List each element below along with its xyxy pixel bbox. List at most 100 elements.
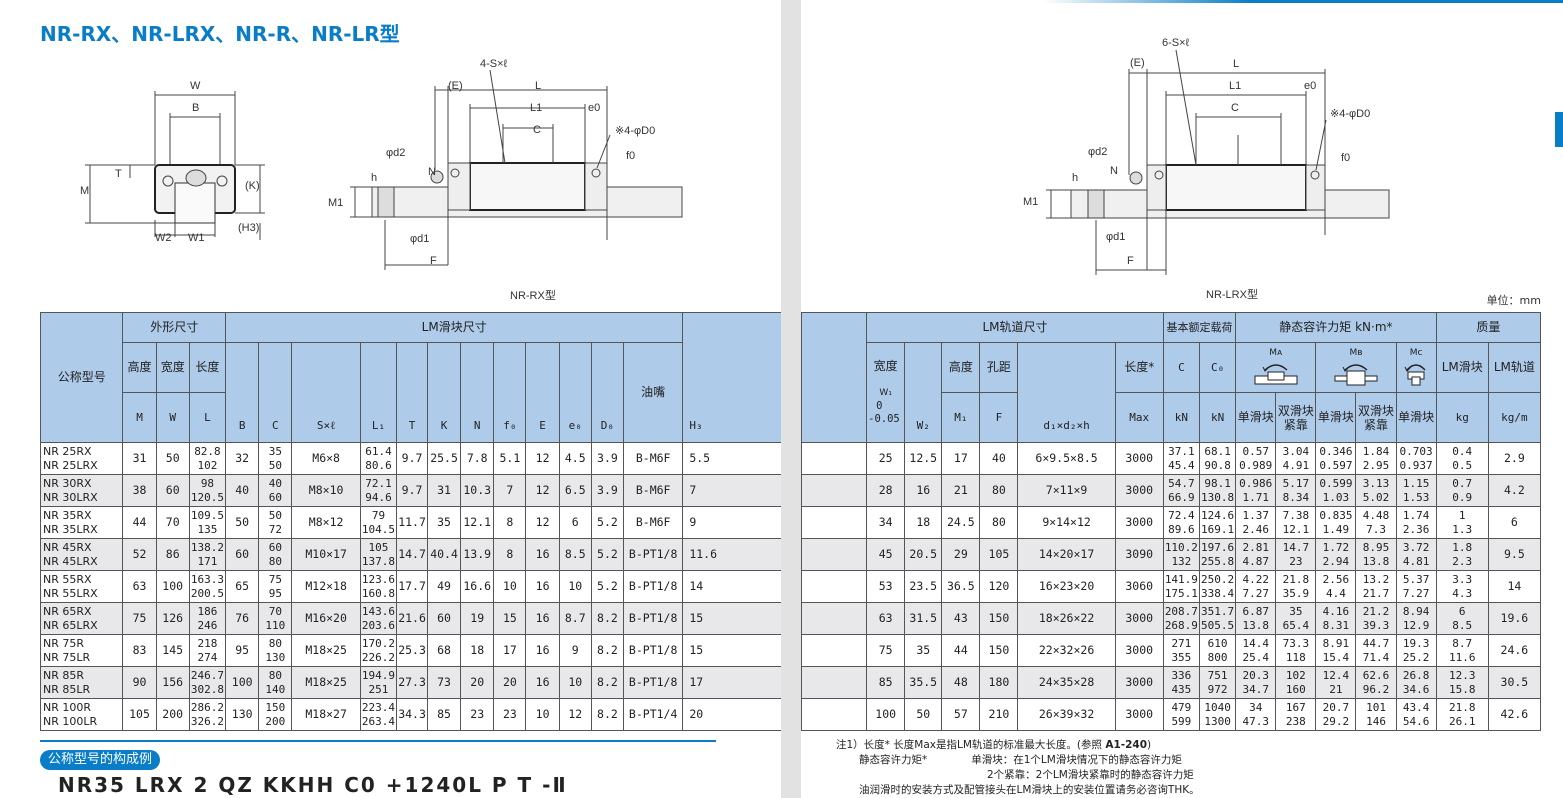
table-cell: 5.5 bbox=[682, 442, 781, 475]
table-cell: 100 bbox=[225, 666, 260, 699]
table-cell: M8×12 bbox=[291, 506, 361, 539]
table-cell: 16 bbox=[525, 602, 560, 635]
table-cell: 4.5 bbox=[558, 442, 592, 475]
table-cell: 23 bbox=[460, 698, 495, 731]
table-cell: 17.7 bbox=[396, 570, 428, 603]
caption-nr-rx: NR-RX型 bbox=[510, 290, 556, 302]
table-cell-empty bbox=[801, 666, 868, 699]
col-E: E bbox=[525, 342, 560, 443]
table-cell: 23 bbox=[493, 698, 527, 731]
table-cell: M6×8 bbox=[291, 442, 361, 475]
col-model-continued bbox=[801, 312, 868, 443]
table-cell: 12.5 bbox=[904, 442, 943, 475]
table-cell: 29 bbox=[941, 538, 981, 571]
label-f0: f0 bbox=[1341, 152, 1351, 164]
table-cell: 10.3 bbox=[460, 474, 495, 507]
table-cell: 60 bbox=[225, 538, 260, 571]
table-cell: 5.2 bbox=[590, 538, 625, 571]
table-cell: 8 bbox=[493, 538, 527, 571]
label-N: N bbox=[1110, 165, 1118, 177]
table-cell: 63 bbox=[866, 602, 906, 635]
table-cell: 100 bbox=[866, 698, 906, 731]
table-cell: 15 bbox=[682, 634, 781, 667]
table-cell: B-M6F bbox=[622, 474, 684, 507]
col-width: 宽度 bbox=[155, 342, 190, 393]
table-cell: 6 bbox=[558, 506, 592, 539]
col-bolt-dims: d₁×d₂×h bbox=[1017, 342, 1116, 443]
col-F: F bbox=[979, 392, 1019, 443]
col-D0: D₀ bbox=[590, 342, 625, 443]
table-cell: 38 bbox=[122, 474, 157, 507]
table-cell: 12 bbox=[558, 698, 592, 731]
col-K: K bbox=[426, 342, 462, 443]
table-cell: 156 bbox=[155, 666, 190, 699]
label-B: B bbox=[192, 102, 200, 114]
table-cell: 26×39×32 bbox=[1017, 698, 1116, 731]
label-T: T bbox=[115, 168, 122, 180]
label-sxl: 6-S×ℓ bbox=[1162, 37, 1190, 49]
table-cell: 3060 bbox=[1114, 570, 1164, 603]
label-e0: e0 bbox=[588, 102, 601, 114]
table-cell: 63 bbox=[122, 570, 157, 603]
table-cell: B-PT1/4 bbox=[622, 698, 684, 731]
table-cell: 16×23×20 bbox=[1017, 570, 1116, 603]
table-cell: 14 bbox=[682, 570, 781, 603]
table-cell: 13.9 bbox=[460, 538, 495, 571]
label-H3: (H3) bbox=[238, 222, 260, 234]
table-cell-empty bbox=[801, 602, 868, 635]
table-cell-empty bbox=[801, 442, 868, 475]
table-cell: 86 bbox=[155, 538, 190, 571]
table-cell: 49 bbox=[426, 570, 462, 603]
col-max-length: 长度* bbox=[1114, 342, 1164, 393]
table-cell: 7.8 bbox=[460, 442, 495, 475]
note-length: 注1）长度* 长度Max是指LM轨道的标准最大长度。(参照 A1-240) bbox=[836, 739, 1152, 751]
table-cell: 24.6 bbox=[1487, 634, 1542, 667]
table-cell: B-M6F bbox=[622, 442, 684, 475]
page-title: NR-RX、NR-LRX、NR-R、NR-LR型 bbox=[40, 22, 400, 46]
table-cell: 11.6 bbox=[682, 538, 781, 571]
table-cell: 16.6 bbox=[460, 570, 495, 603]
col-C0-unit: kN bbox=[1198, 392, 1237, 443]
table-cell: 50 bbox=[904, 698, 943, 731]
table-cell: M12×18 bbox=[291, 570, 361, 603]
note-double-block: 2个紧靠：2个LM滑块紧靠时的静态容许力矩 bbox=[987, 769, 1194, 781]
table-cell: 85 bbox=[426, 698, 462, 731]
table-cell: 2.9 bbox=[1487, 442, 1542, 475]
label-D0: ※4-φD0 bbox=[1330, 108, 1371, 120]
moment-mc-icon bbox=[1404, 363, 1426, 385]
table-cell: 19.6 bbox=[1487, 602, 1542, 635]
col-MB-double: 双滑块紧靠 bbox=[1355, 392, 1397, 443]
table-cell: 50 bbox=[225, 506, 260, 539]
table-cell: 12 bbox=[525, 506, 560, 539]
reference-link[interactable]: A1-240 bbox=[1105, 739, 1148, 751]
table-cell: 50 bbox=[155, 442, 190, 475]
table-cell: 52 bbox=[122, 538, 157, 571]
table-cell: 17 bbox=[941, 442, 981, 475]
spec-table-right: LM轨道尺寸 基本额定载荷 静态容许力矩 kN·m* 质量 宽度 W₁ 0 -0… bbox=[801, 312, 1542, 731]
